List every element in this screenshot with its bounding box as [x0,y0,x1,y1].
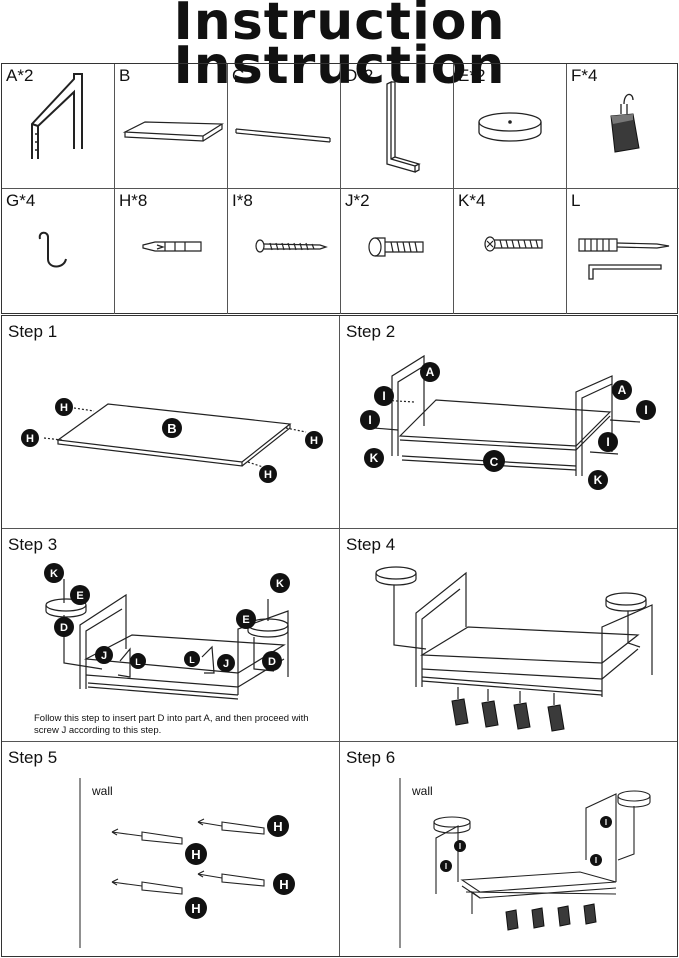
callout-b: B [167,421,176,436]
s-hook-icon [38,231,67,268]
callout-h: H [191,901,200,916]
step-title: Step 1 [8,322,58,341]
part-label: J*2 [345,191,370,210]
part-cell-d: D*2 [341,64,454,189]
step-2: Step 2 A I I K [340,316,677,529]
callout-h: H [60,402,68,414]
callout-a: A [618,383,627,397]
part-cell-c: C [228,64,341,189]
part-label: E*2 [458,66,486,85]
hanging-clips [451,698,565,732]
callout-c: C [490,455,499,469]
callout-k: K [276,578,284,590]
allen-key-icon [588,264,662,280]
part-label: L [571,191,581,210]
step-title: Step 2 [346,322,396,341]
step-3-note: Follow this step to insert part D into p… [34,713,309,736]
callout-k: K [50,568,58,580]
side-frame-icon [31,73,83,159]
round-top-disc-icon [478,112,542,142]
callout-j: J [223,658,229,670]
callout-i: I [382,389,385,403]
part-cell-g: G*4 [2,189,115,314]
callout-j: J [101,650,107,662]
part-label: H*8 [119,191,148,210]
wall-anchor-icon [142,241,202,252]
part-label: C [232,66,245,85]
wood-screw-icon [255,239,328,253]
wall-label: wall [412,784,433,798]
step-6: Step 6 wall [340,742,677,956]
parts-grid: A*2 B C D*2 [1,63,679,314]
callout-i: I [368,413,371,427]
callout-h: H [264,469,272,481]
bolt-icon [368,237,424,257]
part-cell-a: A*2 [2,64,115,189]
callout-i: I [459,842,461,851]
part-cell-b: B [115,64,228,189]
part-cell-f: F*4 [567,64,679,189]
step-title: Step 4 [346,535,396,554]
step-2-diagram: A I I K C A I I K [360,354,656,490]
part-label: F*4 [571,66,598,85]
part-label: I*8 [232,191,253,210]
l-bracket-icon [386,80,421,173]
part-label: G*4 [6,191,36,210]
callout-a: A [426,365,435,379]
callout-h: H [310,435,318,447]
wall-label: wall [92,784,113,798]
callout-i: I [606,435,609,449]
step-3-diagram: K E D J L L J K E D [44,563,290,700]
part-label: A*2 [6,66,34,85]
callout-i: I [445,862,447,871]
callout-e: E [242,614,249,626]
part-cell-j: J*2 [341,189,454,314]
callout-d: D [60,622,68,634]
steps-grid: Step 1 H H B H H [1,315,678,957]
step-3: Step 3 [2,529,340,742]
hanging-clips [505,903,597,931]
callout-l: L [189,655,195,665]
step-title: Step 6 [346,748,396,767]
callout-k: K [370,451,379,465]
part-cell-e: E*2 [454,64,567,189]
step-5-diagram: H H H H [79,778,295,948]
step-1-diagram: H H B H H [21,398,323,483]
step-4-diagram [375,566,653,732]
machine-screw-icon [484,236,543,252]
part-label: B [119,66,131,85]
callout-e: E [76,590,83,602]
part-label: K*4 [458,191,486,210]
callout-i: I [644,403,647,417]
part-label: D*2 [345,66,374,85]
part-cell-i: I*8 [228,189,341,314]
screwdriver-icon [578,238,670,280]
part-cell-h: H*8 [115,189,228,314]
step-5: Step 5 wall H H H H [2,742,340,956]
callout-h: H [191,847,200,862]
part-cell-k: K*4 [454,189,567,314]
callout-i: I [605,818,607,827]
callout-i: I [595,856,597,865]
page-title: Instruction Instruction [173,0,506,96]
step-title: Step 3 [8,535,58,554]
callout-l: L [135,657,141,667]
callout-h: H [273,819,282,834]
callout-d: D [268,656,276,668]
shelf-board-icon [122,121,224,142]
clip-hook-icon [610,93,640,153]
callout-h: H [279,877,288,892]
callout-h: H [26,433,34,445]
rod-icon [235,128,331,143]
callout-k: K [594,473,603,487]
part-cell-l: L [567,189,679,314]
step-1: Step 1 H H B H H [2,316,340,529]
step-4: Step 4 [340,529,677,742]
step-title: Step 5 [8,748,58,767]
step-6-diagram: I I I I [399,778,651,948]
